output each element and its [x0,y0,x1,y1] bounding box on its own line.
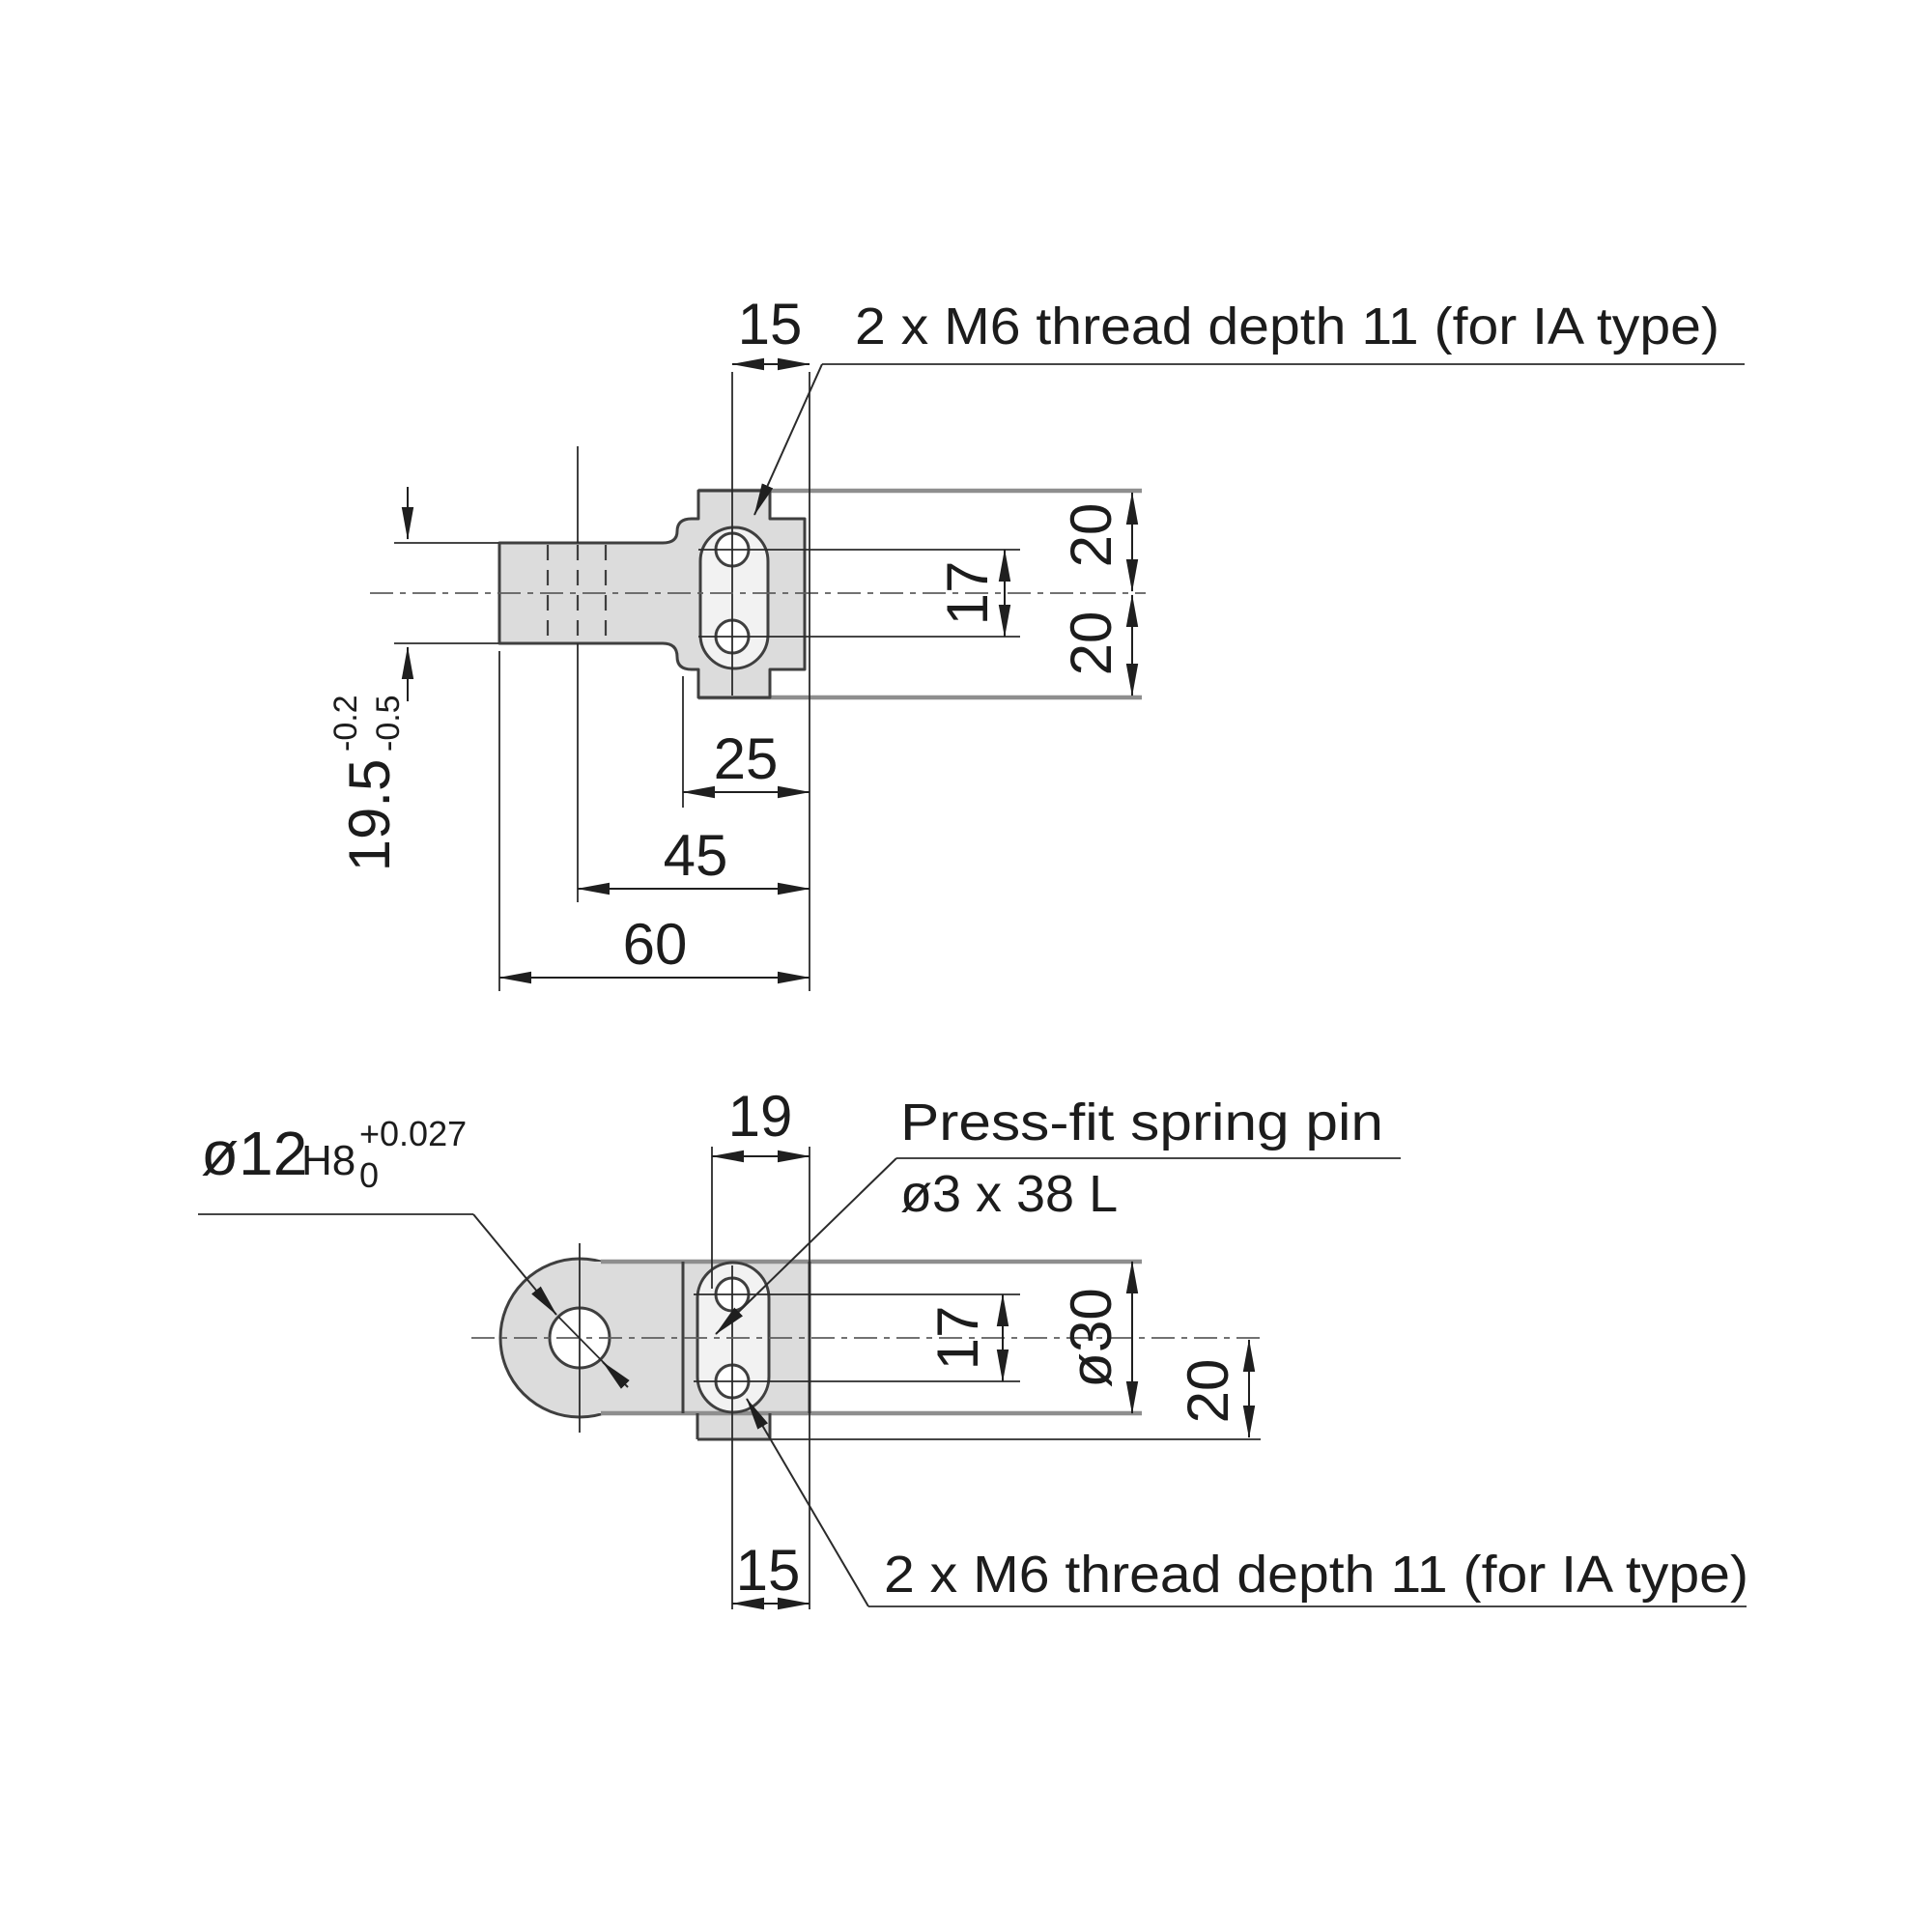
top-dim-17: 17 [935,561,1000,626]
bracket-foot [697,1413,770,1439]
top-dim-15: 15 [738,292,803,356]
spring-pin-leader [715,1157,1401,1335]
top-dim-20-lower: 20 [1059,611,1123,676]
rod-height-tol-upper: -0.2 [327,695,364,752]
spring-pin-note-line2: ø3 x 38 L [900,1165,1118,1223]
top-dim-45: 45 [664,823,728,888]
bottom-dim-15: 15 [736,1538,801,1603]
bottom-dim-19: 19 [728,1084,793,1149]
rod-height-dim: 19.5 -0.2 -0.5 [327,695,407,871]
bore-dia-value: ø12 [201,1119,307,1188]
bottom-view-extension-lines [711,1147,1261,1609]
bottom-m6-leader [746,1398,1747,1607]
top-view: 15 2 x M6 thread depth 11 (for IA type) … [327,292,1745,991]
rod-height-tol-lower: -0.5 [370,695,407,752]
bore-tol-lower: 0 [359,1155,379,1195]
top-view-hole-centerlines [698,372,1020,696]
bore-dia-leader [198,1213,630,1389]
bottom-view: ø12 H8 +0.027 0 19 Press-fit spring pin … [198,1084,1748,1610]
bottom-dim-17: 17 [925,1306,990,1371]
spring-pin-note-line1: Press-fit spring pin [900,1094,1383,1151]
boss-dia-value: ø30 [1059,1288,1123,1387]
rod-height-value: 19.5 [337,759,402,872]
top-view-hidden-lines [546,446,608,902]
bottom-view-body-lines [601,1259,1142,1416]
bottom-dim-20: 20 [1176,1359,1240,1424]
top-dim-20-upper: 20 [1059,503,1123,568]
bottom-view-dimension-lines [711,1150,1256,1610]
top-dim-25: 25 [714,726,779,791]
bore-fit-class: H8 [301,1137,355,1184]
top-dim-60: 60 [623,912,688,977]
top-m6-note: 2 x M6 thread depth 11 (for IA type) [855,298,1719,355]
top-view-dimension-lines [401,357,1139,984]
bottom-m6-note: 2 x M6 thread depth 11 (for IA type) [884,1546,1748,1604]
bore-tol-upper: +0.027 [359,1114,467,1153]
top-m6-leader [753,363,1745,516]
